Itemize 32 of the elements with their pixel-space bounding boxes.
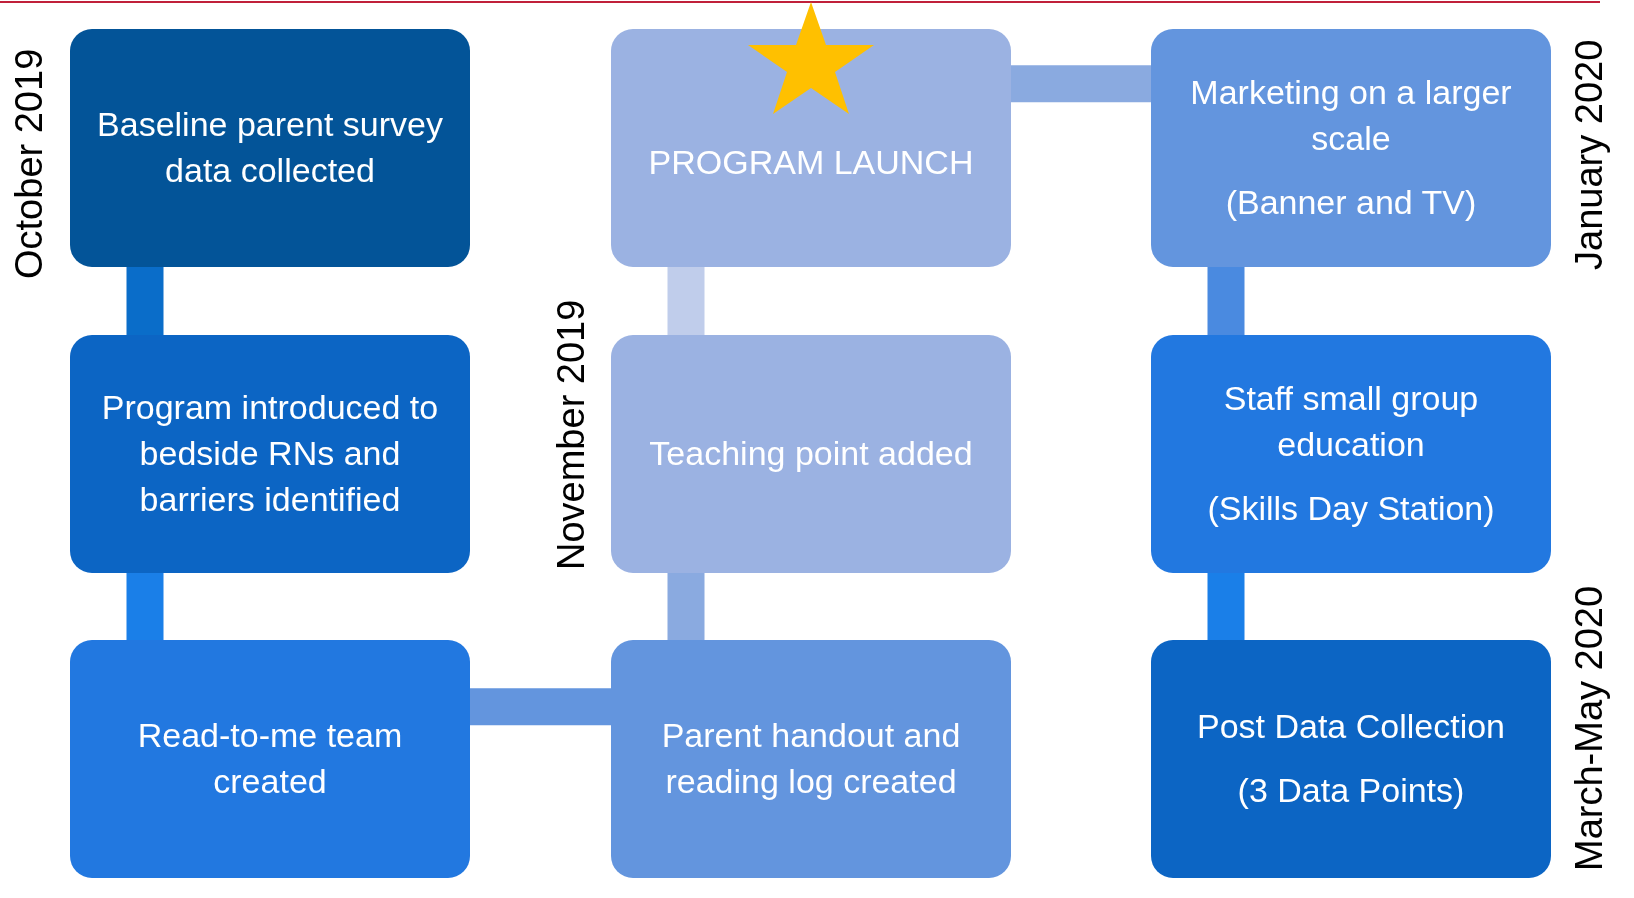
step-box — [611, 29, 1011, 267]
step-text: (3 Data Points) — [1237, 770, 1465, 811]
date-label: November 2019 — [550, 298, 593, 573]
step-box — [611, 335, 1011, 573]
step-text: Program introduced to bedside RNs and barriers identified — [100, 387, 440, 520]
connector-bar — [126, 573, 164, 640]
date-label: October 2019 — [8, 47, 51, 282]
step-text: Post Data Collection — [1196, 706, 1505, 748]
step-text: PROGRAM LAUNCH — [648, 142, 974, 184]
connector-bar — [126, 267, 164, 335]
step-text: Read-to-me team created — [136, 715, 404, 802]
connector-bar — [1011, 65, 1151, 103]
step-box — [70, 335, 470, 573]
step-text: Baseline parent survey data collected — [96, 104, 444, 191]
date-label: January 2020 — [1568, 38, 1611, 273]
connector-bar — [667, 573, 705, 640]
date-label: March-May 2020 — [1568, 584, 1611, 873]
step-text: (Skills Day Station) — [1207, 487, 1495, 529]
step-text: Staff small group education — [1222, 378, 1480, 466]
step-text: Marketing on a larger scale — [1189, 72, 1513, 160]
step-box — [70, 29, 470, 267]
step-text: Teaching point added — [649, 433, 973, 475]
connector-bar — [470, 688, 611, 726]
step-text: Parent handout and reading log created — [660, 715, 962, 802]
step-text: (Banner and TV) — [1225, 181, 1477, 223]
connector-bar — [667, 267, 705, 335]
step-box — [1151, 335, 1551, 573]
step-box — [611, 640, 1011, 878]
connector-bar — [1207, 573, 1245, 640]
step-box — [70, 640, 470, 878]
step-box — [1151, 640, 1551, 878]
step-box — [1151, 29, 1551, 267]
